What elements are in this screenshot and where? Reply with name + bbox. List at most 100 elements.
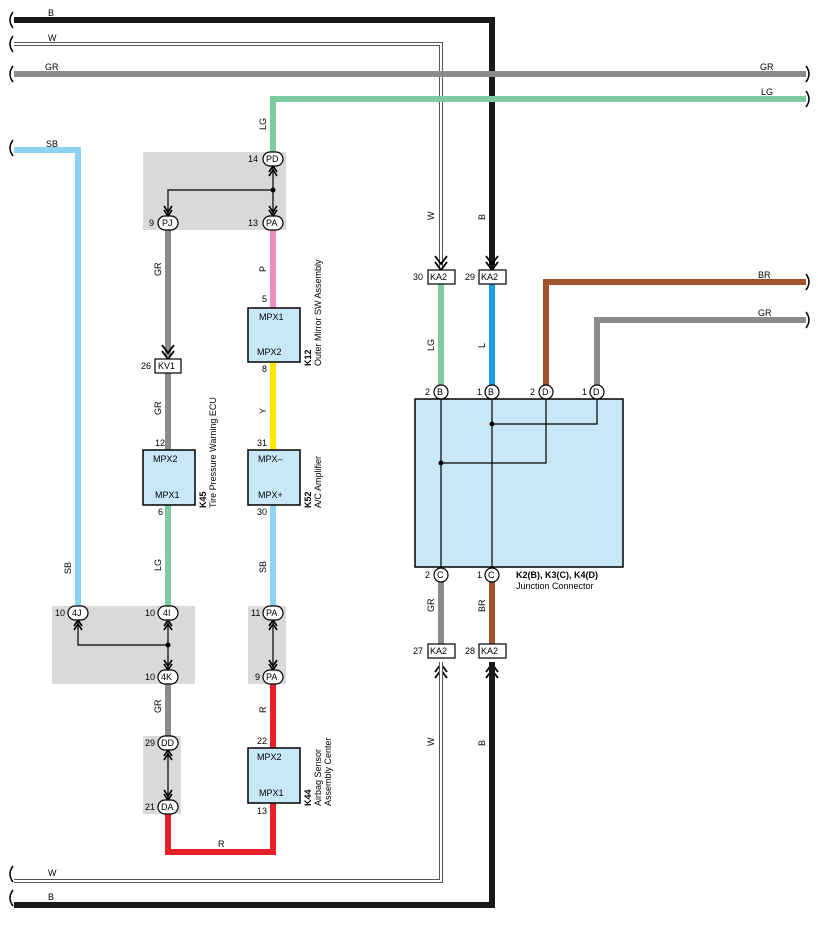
wire-label: B [48,8,54,18]
pin-number: 13 [248,218,258,228]
pin-name: D [593,387,600,397]
wire-label: GR [153,699,163,713]
k45-bottom-label: MPX1 [155,490,180,500]
pin-number: 1 [477,387,482,397]
wire-label: GR [760,62,774,72]
k52-box [247,449,301,506]
wire-label: P [258,266,268,272]
pin-da [157,799,179,815]
junction-connector [414,398,624,568]
pin-pa-13 [262,215,284,231]
wire-label: LG [761,87,773,97]
wire-gr-right [594,317,806,386]
k12-label: K12 Outer Mirror SW Assembly [303,259,323,366]
wire-label: W [48,868,57,878]
pin-name: D [542,387,549,397]
ka2-29-connector [478,269,507,285]
pin-4i [157,605,179,621]
svg-text:K52: K52 [303,491,313,508]
pin-d-2 [538,384,554,400]
wire-label: BR [758,270,771,280]
pin-name: B [437,387,443,397]
wire-label: B [477,740,487,746]
pin-number: 2 [425,387,430,397]
pin-number: 6 [158,507,163,517]
wire-label: SB [258,561,268,573]
svg-text:K45: K45 [198,491,208,508]
k52-label: K52 A/C Amplifier [303,456,323,508]
svg-text:Outer Mirror SW Assembly: Outer Mirror SW Assembly [313,259,323,366]
pin-c-2 [433,567,449,583]
wire-label: GR [758,308,772,318]
wire-label: R [258,706,268,713]
svg-text:Tire Pressure Warning ECU: Tire Pressure Warning ECU [208,397,218,508]
pin-name: PA [266,672,277,682]
pin-number: 29 [145,738,155,748]
pin-number: 14 [248,154,258,164]
wire-sb-left [14,147,81,606]
pin-number: 21 [145,802,155,812]
wire-label: BR [477,599,487,612]
pin-pa-9 [262,669,284,685]
connector-name: KA2 [481,646,498,656]
pin-number: 30 [257,507,267,517]
svg-text:Assembly Center: Assembly Center [323,737,333,806]
connector-name: KA2 [481,272,498,282]
wire-br-right [543,279,806,386]
k12-top-label: MPX1 [259,312,284,322]
svg-text:K12: K12 [303,349,313,366]
k44-label: K44 Airbag Sensor Assembly Center [303,737,333,806]
pin-number: 30 [413,272,423,282]
pin-name: B [488,387,494,397]
connector-name: KA2 [430,272,447,282]
connector-name: KA2 [430,646,447,656]
k44-top-label: MPX2 [257,752,282,762]
pin-number: 9 [149,218,154,228]
ka2-30-connector [427,269,456,285]
pin-number: 10 [145,608,155,618]
pin-name: PD [266,154,279,164]
k12-box [247,307,301,363]
pin-number: 29 [465,272,475,282]
k12-bottom-label: MPX2 [257,347,282,357]
kv1-connector [154,358,182,374]
wire-label: LG [153,559,163,571]
pin-name: C [488,570,495,580]
junction-connector-id: K2(B), K3(C), K4(D) [516,570,598,580]
pin-name: 4I [163,608,171,618]
wire-label: GR [45,62,59,72]
wire-b-bottom [14,662,495,908]
wire-label: Y [258,408,268,414]
pin-d-1 [589,384,605,400]
pin-4j [67,605,89,621]
wire-label: LG [426,339,436,351]
k44-box [247,747,301,804]
k52-bottom-label: MPX+ [258,490,283,500]
k45-label: K45 Tire Pressure Warning ECU [198,397,218,508]
wire-label: GR [153,262,163,276]
k45-top-label: MPX2 [153,454,178,464]
wire-w-bottom [14,662,443,883]
pin-number: 27 [413,646,423,656]
wire-label: W [426,737,436,746]
pin-number: 2 [425,570,430,580]
pin-4k [157,669,179,685]
pin-name: PA [266,608,277,618]
pin-number: 10 [145,672,155,682]
wire-label: B [48,892,54,902]
k44-bottom-label: MPX1 [259,788,284,798]
pin-number: 26 [141,361,151,371]
ka2-27-connector [427,643,456,659]
pin-number: 1 [477,570,482,580]
pin-pa-11 [262,605,284,621]
ka2-28-connector [478,643,507,659]
pin-number: 2 [530,387,535,397]
wire-label: SB [63,562,73,574]
pin-number: 31 [257,438,267,448]
k45-box [142,449,196,506]
pin-pj [157,215,179,231]
pin-number: 28 [465,646,475,656]
pin-number: 10 [55,608,65,618]
svg-text:Airbag Sensor: Airbag Sensor [313,749,323,806]
